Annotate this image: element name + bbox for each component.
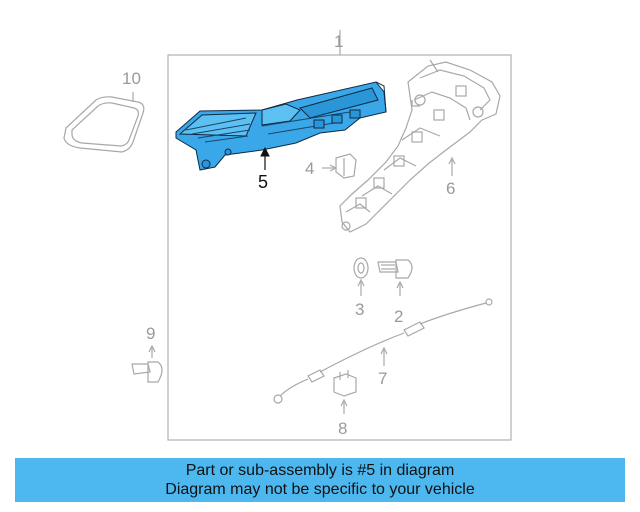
- banner-line-1: Part or sub-assembly is #5 in diagram: [185, 462, 455, 479]
- part-6-bracket: [339, 59, 501, 233]
- callout-2: 2: [394, 307, 403, 326]
- callout-7: 7: [378, 369, 387, 388]
- part-2-bolt: [377, 259, 413, 296]
- callout-6: 6: [446, 179, 455, 198]
- part-3-washer: [353, 257, 369, 296]
- part-4-clip: [322, 153, 357, 179]
- callout-10: 10: [122, 69, 141, 88]
- part-9-pin: [131, 344, 163, 383]
- callout-5: 5: [258, 172, 268, 192]
- callout-4: 4: [305, 159, 314, 178]
- callout-1: 1: [334, 32, 343, 51]
- assembly-frame: [167, 30, 512, 441]
- callout-5-arrow: [260, 146, 270, 170]
- part-8-connector: [333, 370, 357, 414]
- callout-6-arrow: [448, 156, 456, 176]
- part-7-cable: [273, 298, 493, 404]
- callout-9: 9: [146, 324, 155, 343]
- part-10-cover: [63, 92, 145, 153]
- callout-3: 3: [355, 300, 364, 319]
- callout-8: 8: [338, 419, 347, 438]
- parts-diagram: 10 5 4: [63, 30, 512, 441]
- info-banner: Part or sub-assembly is #5 in diagram Di…: [15, 458, 625, 502]
- banner-line-2: Diagram may not be specific to your vehi…: [165, 481, 475, 498]
- part-5-highlighted: [175, 81, 387, 171]
